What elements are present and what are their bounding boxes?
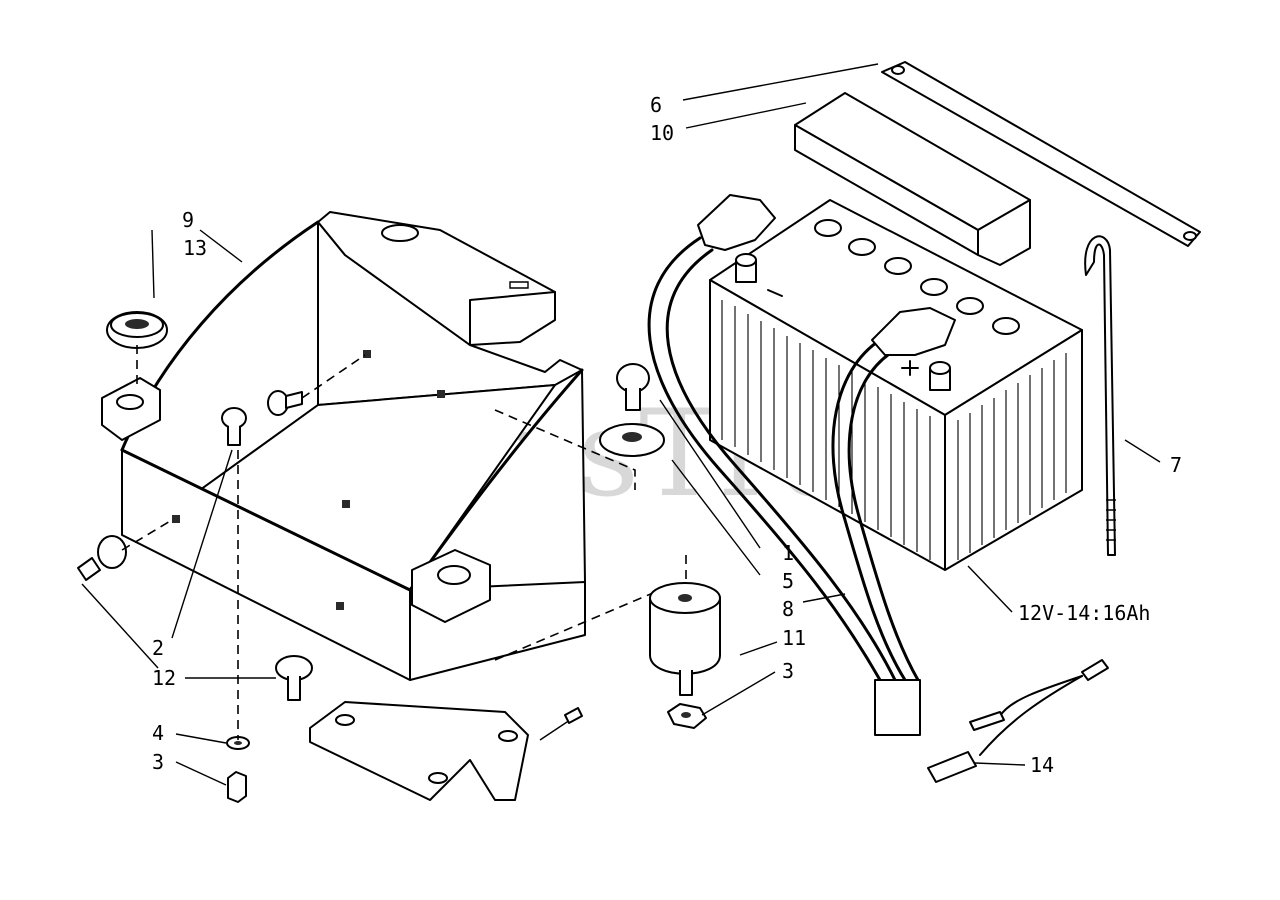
battery-spec-label: 12V-14:16Ah bbox=[1018, 601, 1150, 625]
wire-harness bbox=[927, 659, 1109, 783]
lock-washer bbox=[226, 736, 250, 750]
battery-tray bbox=[101, 211, 586, 681]
callout-10: 10 bbox=[650, 121, 674, 145]
callout-9: 9 bbox=[182, 208, 194, 232]
rubber-bumper-left bbox=[77, 535, 127, 581]
callout-8: 8 bbox=[782, 597, 794, 621]
carriage-bolt-left bbox=[221, 407, 247, 446]
callout-6: 6 bbox=[650, 93, 662, 117]
callout-4: 4 bbox=[152, 721, 164, 745]
callout-7: 7 bbox=[1170, 453, 1182, 477]
battery-cables bbox=[647, 194, 956, 736]
grommet bbox=[106, 311, 168, 349]
callout-5: 5 bbox=[782, 569, 794, 593]
rubber-bumper bbox=[275, 655, 313, 701]
hold-down-bar bbox=[881, 61, 1201, 247]
callout-14: 14 bbox=[1030, 753, 1054, 777]
callout-3-right: 3 bbox=[782, 659, 794, 683]
assembly-line bbox=[301, 354, 366, 399]
carriage-bolt bbox=[616, 363, 650, 411]
battery bbox=[709, 199, 1083, 571]
callout-11: 11 bbox=[782, 626, 806, 650]
callout-3-left: 3 bbox=[152, 750, 164, 774]
callout-12: 12 bbox=[152, 666, 176, 690]
leader-lines bbox=[81, 63, 1161, 786]
vibration-isolator bbox=[649, 582, 721, 696]
assembly-line bbox=[494, 409, 636, 490]
mounting-bracket bbox=[309, 701, 583, 801]
assembly-line bbox=[121, 519, 173, 551]
flat-washer bbox=[599, 423, 665, 457]
hex-nut-right bbox=[667, 703, 707, 729]
terminal-cover bbox=[794, 92, 1031, 266]
hex-nut-left bbox=[227, 771, 247, 803]
callout-13: 13 bbox=[183, 236, 207, 260]
j-bolt bbox=[1084, 235, 1116, 556]
callout-1: 1 bbox=[782, 541, 794, 565]
carriage-bolt-rear bbox=[267, 390, 303, 416]
callout-2: 2 bbox=[152, 636, 164, 660]
